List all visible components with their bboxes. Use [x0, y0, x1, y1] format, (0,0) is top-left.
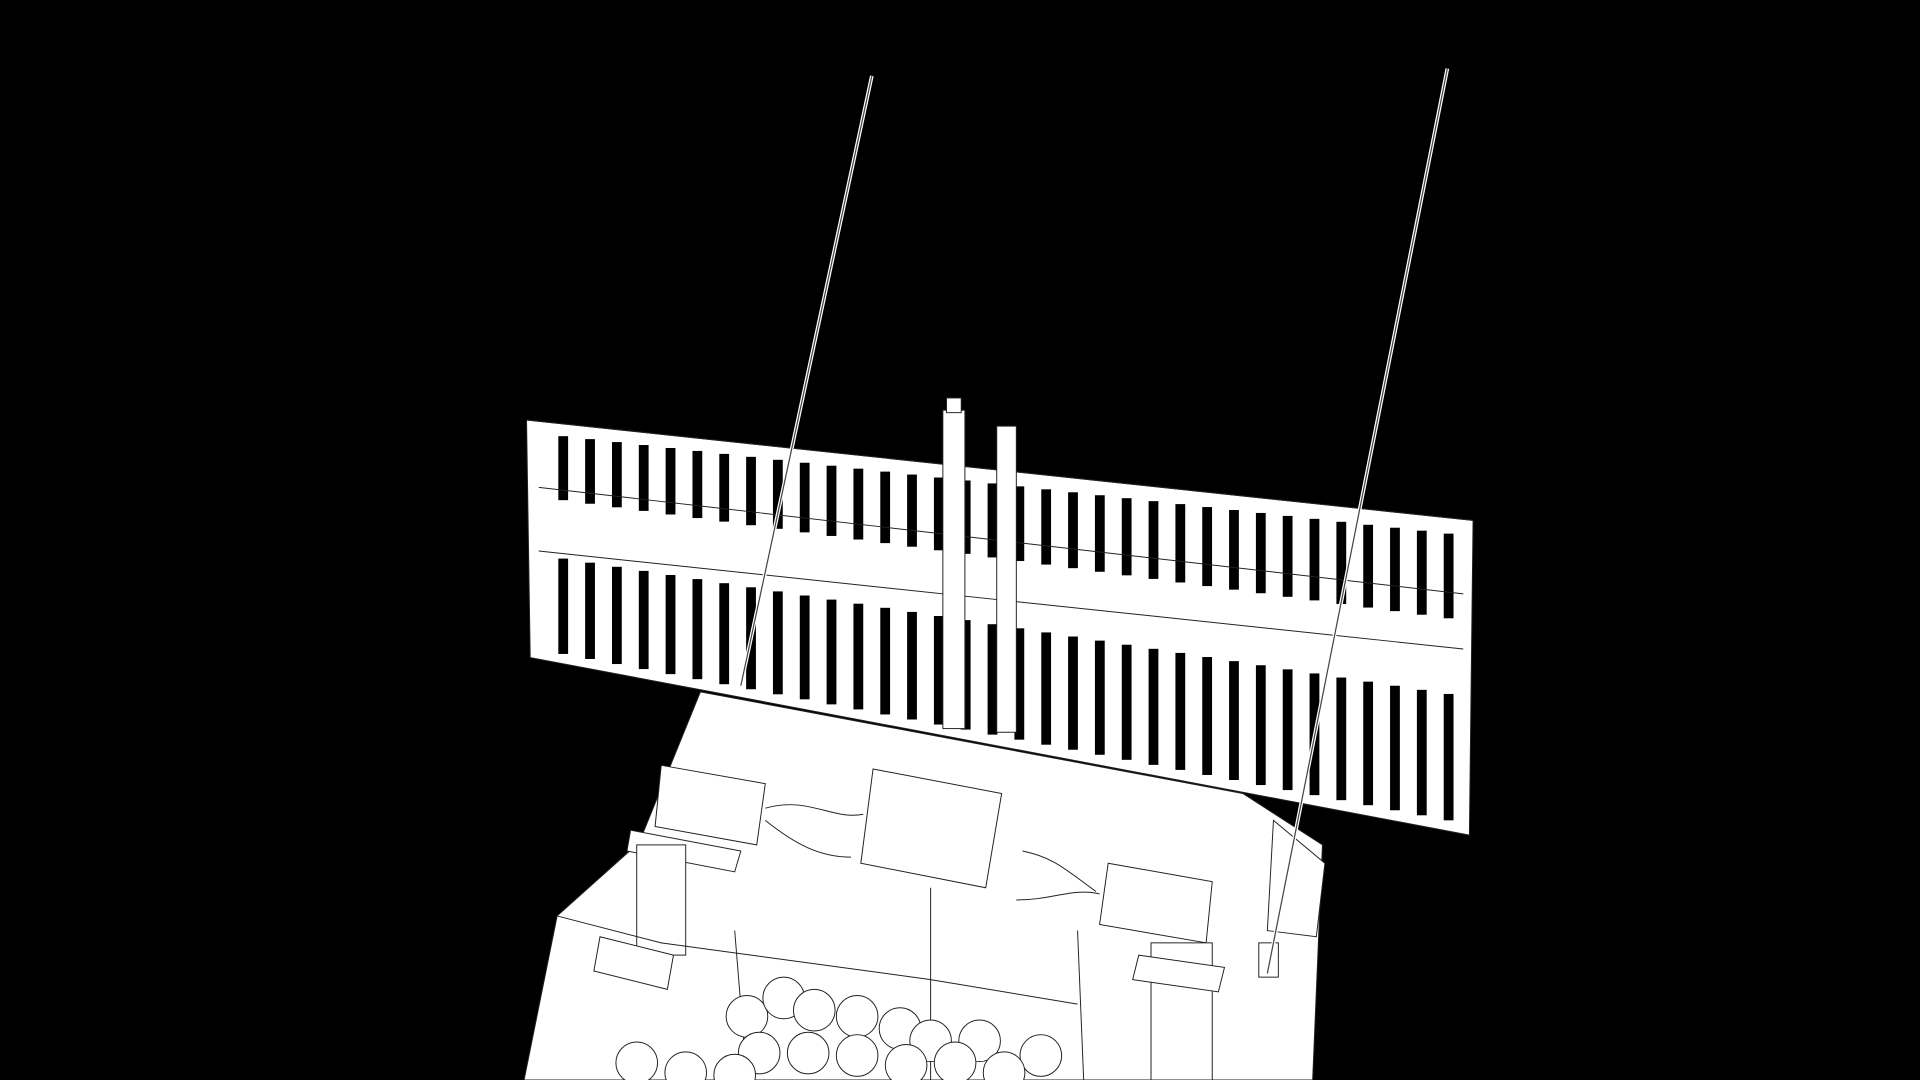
- panel-slot: [987, 624, 998, 735]
- panel-slot: [799, 462, 810, 533]
- panel-slot: [1041, 632, 1052, 745]
- sphere: [713, 1053, 756, 1080]
- panel-slot: [1443, 693, 1454, 821]
- panel-slot: [1282, 669, 1293, 791]
- panel-slot: [558, 436, 569, 501]
- panel-slot: [1041, 489, 1052, 565]
- panel-slot: [585, 562, 595, 659]
- panel-slot: [826, 599, 837, 705]
- panel-slot: [960, 620, 971, 730]
- panel-slot: [1014, 486, 1025, 562]
- panel-slot: [880, 471, 891, 544]
- panel-slot: [1416, 530, 1427, 615]
- sphere: [1019, 1034, 1063, 1077]
- panel-slot: [1175, 652, 1186, 770]
- antenna-left: [739, 75, 874, 687]
- sphere: [664, 1051, 708, 1080]
- panel-slot: [853, 468, 864, 540]
- panel-slot: [1336, 521, 1347, 604]
- panel-slot: [1336, 677, 1347, 801]
- panel-slot: [1148, 648, 1159, 765]
- sphere: [786, 1031, 830, 1075]
- panel-slot: [665, 574, 676, 675]
- panel-slot: [1121, 498, 1132, 576]
- panel-slot: [1443, 533, 1454, 619]
- panel-slot: [585, 439, 595, 504]
- panel-slot: [611, 442, 622, 508]
- panel-slot: [1229, 510, 1239, 590]
- panel-slot: [826, 465, 837, 536]
- panel-slot: [1121, 644, 1132, 760]
- mast: [942, 397, 1017, 733]
- sphere: [835, 995, 879, 1038]
- panel-slot: [665, 447, 676, 515]
- panel-slot: [1068, 636, 1078, 750]
- panel-slot: [1229, 661, 1239, 780]
- panel-slot: [1255, 665, 1266, 786]
- sphere: [792, 988, 836, 1032]
- panel-slot: [880, 607, 891, 715]
- panel-slot: [611, 566, 622, 665]
- panel-slot: [1202, 507, 1213, 587]
- panel-slot: [638, 570, 649, 670]
- panel-slot: [719, 583, 730, 685]
- panel-slot: [1175, 504, 1186, 583]
- panel-slot: [772, 459, 783, 529]
- panel-slot: [853, 603, 864, 710]
- panel-slot: [960, 480, 971, 554]
- panel-slot: [1282, 515, 1293, 597]
- panel-slot: [1014, 628, 1025, 740]
- panel-slot: [1148, 501, 1159, 579]
- panel-slot: [1094, 495, 1105, 572]
- panel-slot: [1094, 640, 1105, 755]
- panel-slot: [692, 450, 703, 519]
- sphere: [835, 1034, 879, 1077]
- panel-slot: [1416, 689, 1427, 816]
- sphere: [982, 1051, 1026, 1080]
- panel-slot: [933, 477, 944, 551]
- panel-slot: [1202, 657, 1213, 775]
- panel-slot: [692, 579, 703, 680]
- panel-slot: [746, 456, 756, 526]
- panel-slot: [1255, 512, 1266, 594]
- sphere: [615, 1041, 659, 1080]
- sphere-cluster: [615, 976, 1063, 1080]
- panel-slot: [1363, 681, 1374, 806]
- sphere: [933, 1041, 977, 1080]
- panel-slot: [933, 616, 944, 725]
- panel-slot: [987, 483, 998, 558]
- panel-slot: [1390, 685, 1400, 811]
- model-body: [523, 691, 1326, 1080]
- panel-slot: [1363, 524, 1374, 608]
- panel-slot: [719, 453, 730, 522]
- panel-slot: [907, 611, 917, 720]
- panel-slot: [638, 445, 649, 511]
- panel-slot: [1309, 518, 1320, 601]
- antenna-right: [1265, 68, 1450, 974]
- sphere: [725, 995, 769, 1038]
- panel-slot: [558, 558, 569, 654]
- panel-slot: [1390, 527, 1400, 612]
- panel-slot: [799, 595, 810, 700]
- panel-slot: [772, 591, 783, 695]
- panel-slot: [1068, 492, 1078, 569]
- sphere: [884, 1044, 928, 1080]
- panel-slot: [907, 474, 917, 547]
